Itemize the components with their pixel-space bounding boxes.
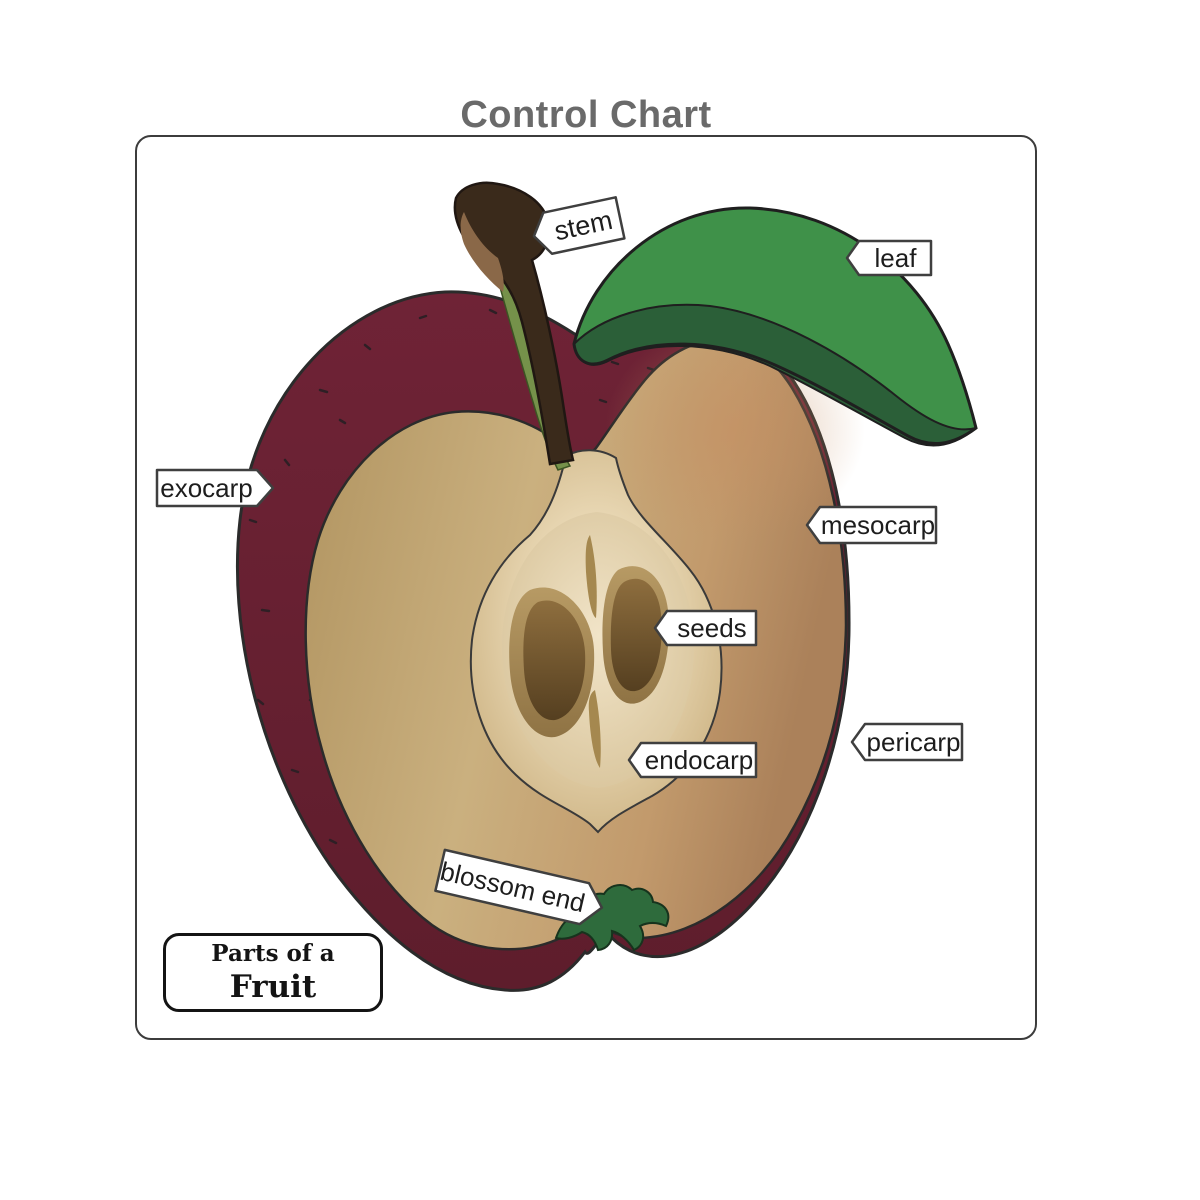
label-seeds: seeds xyxy=(653,609,758,647)
label-exocarp: exocarp xyxy=(155,468,275,508)
label-leaf: leaf xyxy=(845,239,933,277)
label-pericarp: pericarp xyxy=(850,722,964,762)
caption-line2: Fruit xyxy=(229,969,317,1005)
seed-right xyxy=(610,578,662,692)
label-mesocarp: mesocarp xyxy=(805,505,938,545)
seed-left xyxy=(523,600,586,721)
core-slit-bottom xyxy=(588,690,601,768)
calyx-shape xyxy=(554,884,670,952)
label-blossom-end: blossom end xyxy=(433,847,609,930)
caption-box: Parts of a Fruit xyxy=(163,933,383,1012)
diagram-frame xyxy=(135,135,1037,1040)
caption-line1: Parts of a xyxy=(211,940,335,967)
label-stem: stem xyxy=(527,195,627,259)
stem-highlight xyxy=(460,212,504,292)
core-slit-top xyxy=(585,535,597,618)
leaf-outline xyxy=(572,206,978,446)
page-title: Control Chart xyxy=(460,94,712,136)
label-endocarp: endocarp xyxy=(627,741,758,779)
